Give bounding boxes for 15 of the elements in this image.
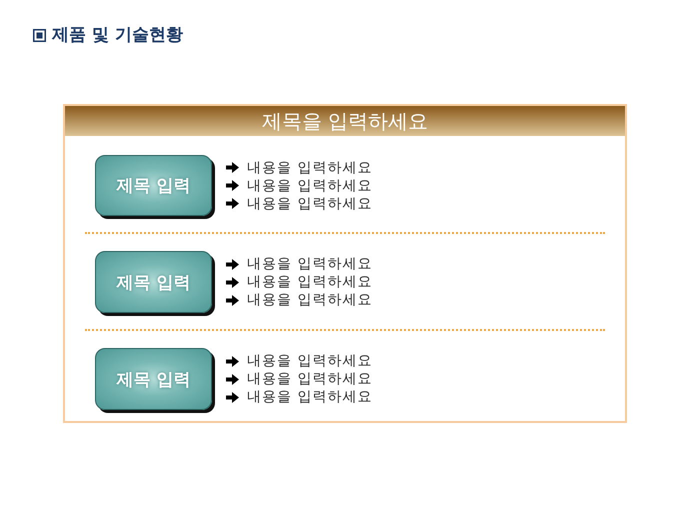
title-box: 제목 입력 <box>95 251 212 313</box>
bullet-text: 내용을 입력하세요 <box>247 274 372 290</box>
bullet-text: 내용을 입력하세요 <box>247 196 372 212</box>
bullet-text: 내용을 입력하세요 <box>247 389 372 405</box>
bullet-text: 내용을 입력하세요 <box>247 292 372 308</box>
bullet-text: 내용을 입력하세요 <box>247 160 372 176</box>
content-panel <box>63 104 627 423</box>
page-title: 제품 및 기술현황 <box>52 25 183 45</box>
title-box: 제목 입력 <box>95 348 212 410</box>
bullet-text: 내용을 입력하세요 <box>247 371 372 387</box>
bullet-text: 내용을 입력하세요 <box>247 178 372 194</box>
title-box: 제목 입력 <box>95 155 212 216</box>
bullet-text: 내용을 입력하세요 <box>247 353 372 369</box>
bullet-text: 내용을 입력하세요 <box>247 256 372 272</box>
panel-heading: 제목을 입력하세요 <box>65 106 625 136</box>
